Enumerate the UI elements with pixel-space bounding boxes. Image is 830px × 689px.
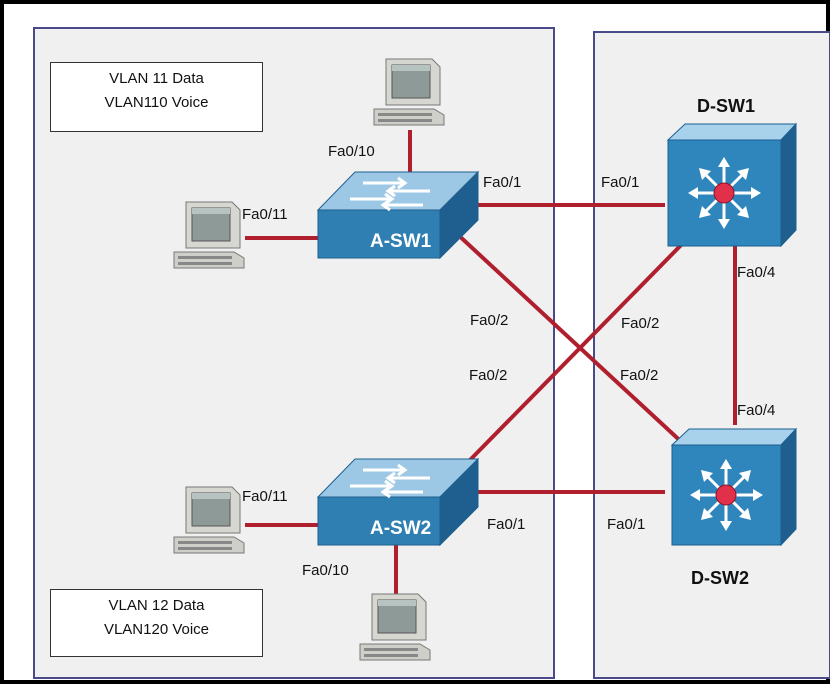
a-sw1-switch-icon [316,170,480,260]
port-label-d1-fa0-2: Fa0/2 [621,315,660,332]
vlan-top-line1: VLAN 11 Data [109,70,204,87]
port-label-d2-fa0-2: Fa0/2 [620,367,659,384]
port-label-a1-fa0-10: Fa0/10 [328,143,375,160]
vlan-top-line2: VLAN110 Voice [104,94,209,111]
vlan-bottom-line2: VLAN120 Voice [103,621,210,638]
vlan-bottom-box: VLAN 12 Data VLAN120 Voice [50,589,263,657]
port-label-d2-fa0-4: Fa0/4 [737,402,776,419]
vlan-bottom-line1: VLAN 12 Data [108,597,205,614]
a-sw2-switch-icon [316,457,480,547]
port-label-d2-fa0-1: Fa0/1 [607,516,646,533]
vlan-top-box: VLAN 11 Data VLAN110 Voice [50,62,263,132]
d-sw2-title: D-SW2 [691,568,749,588]
port-label-d1-fa0-4: Fa0/4 [737,264,776,281]
port-label-a1-fa0-2: Fa0/2 [470,312,509,329]
port-label-a2-fa0-10: Fa0/10 [302,562,349,579]
port-label-a1-fa0-11: Fa0/11 [242,206,288,223]
a-sw2-label: A-SW2 [370,518,431,539]
d-sw2-switch-icon [670,427,798,547]
port-label-a2-fa0-2: Fa0/2 [469,367,508,384]
port-label-a1-fa0-1: Fa0/1 [483,174,522,191]
link-a2-d1 [468,236,690,462]
link-a1-d2 [453,230,690,450]
d-sw1-switch-icon [666,122,798,248]
d-sw1-title: D-SW1 [697,96,755,116]
a-sw1-label: A-SW1 [370,231,432,252]
access-layer-area [33,27,555,679]
port-label-a2-fa0-1: Fa0/1 [487,516,526,533]
port-label-a2-fa0-11: Fa0/11 [242,488,288,505]
port-label-d1-fa0-1: Fa0/1 [601,174,640,191]
